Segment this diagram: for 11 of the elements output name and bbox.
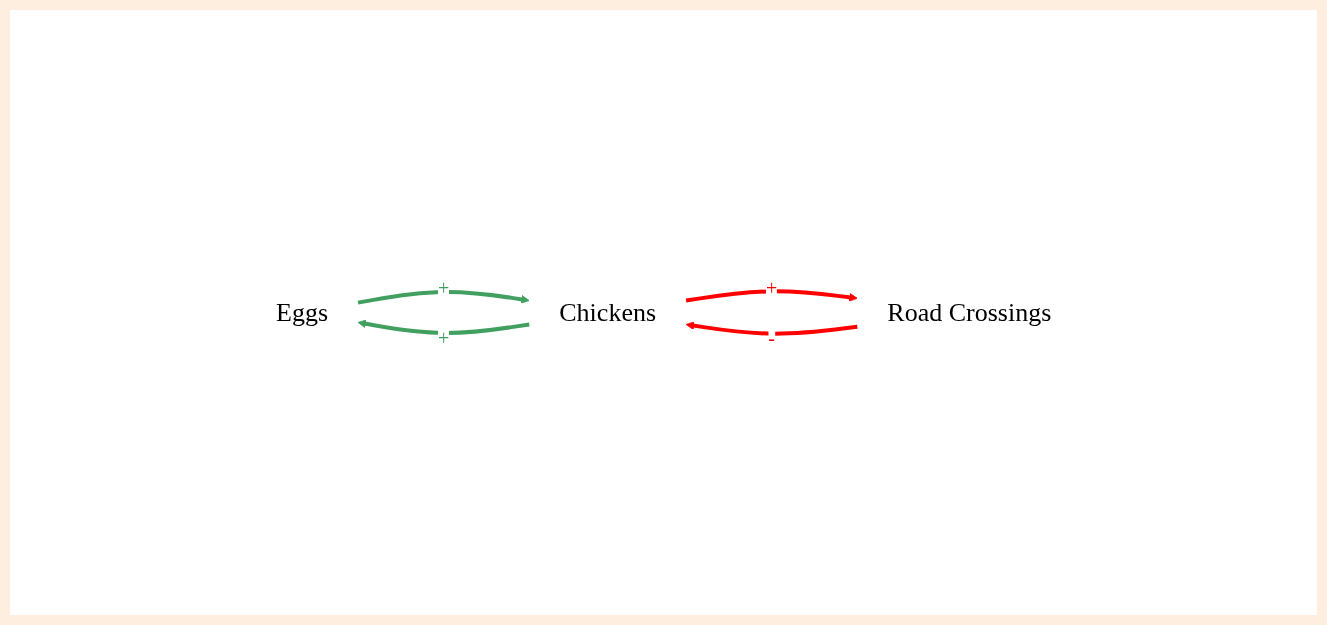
arrow xyxy=(357,319,530,335)
edge-label: + xyxy=(437,326,450,349)
edge-label: + xyxy=(437,276,450,299)
edge-label: - xyxy=(768,326,775,349)
node-text: Eggs xyxy=(275,298,328,327)
node-text: Chickens xyxy=(559,298,656,327)
arrow xyxy=(685,289,858,303)
edge-label: + xyxy=(765,276,778,299)
arrow xyxy=(685,321,858,336)
node-text: Road Crossings xyxy=(887,298,1052,327)
arrow xyxy=(357,290,530,305)
